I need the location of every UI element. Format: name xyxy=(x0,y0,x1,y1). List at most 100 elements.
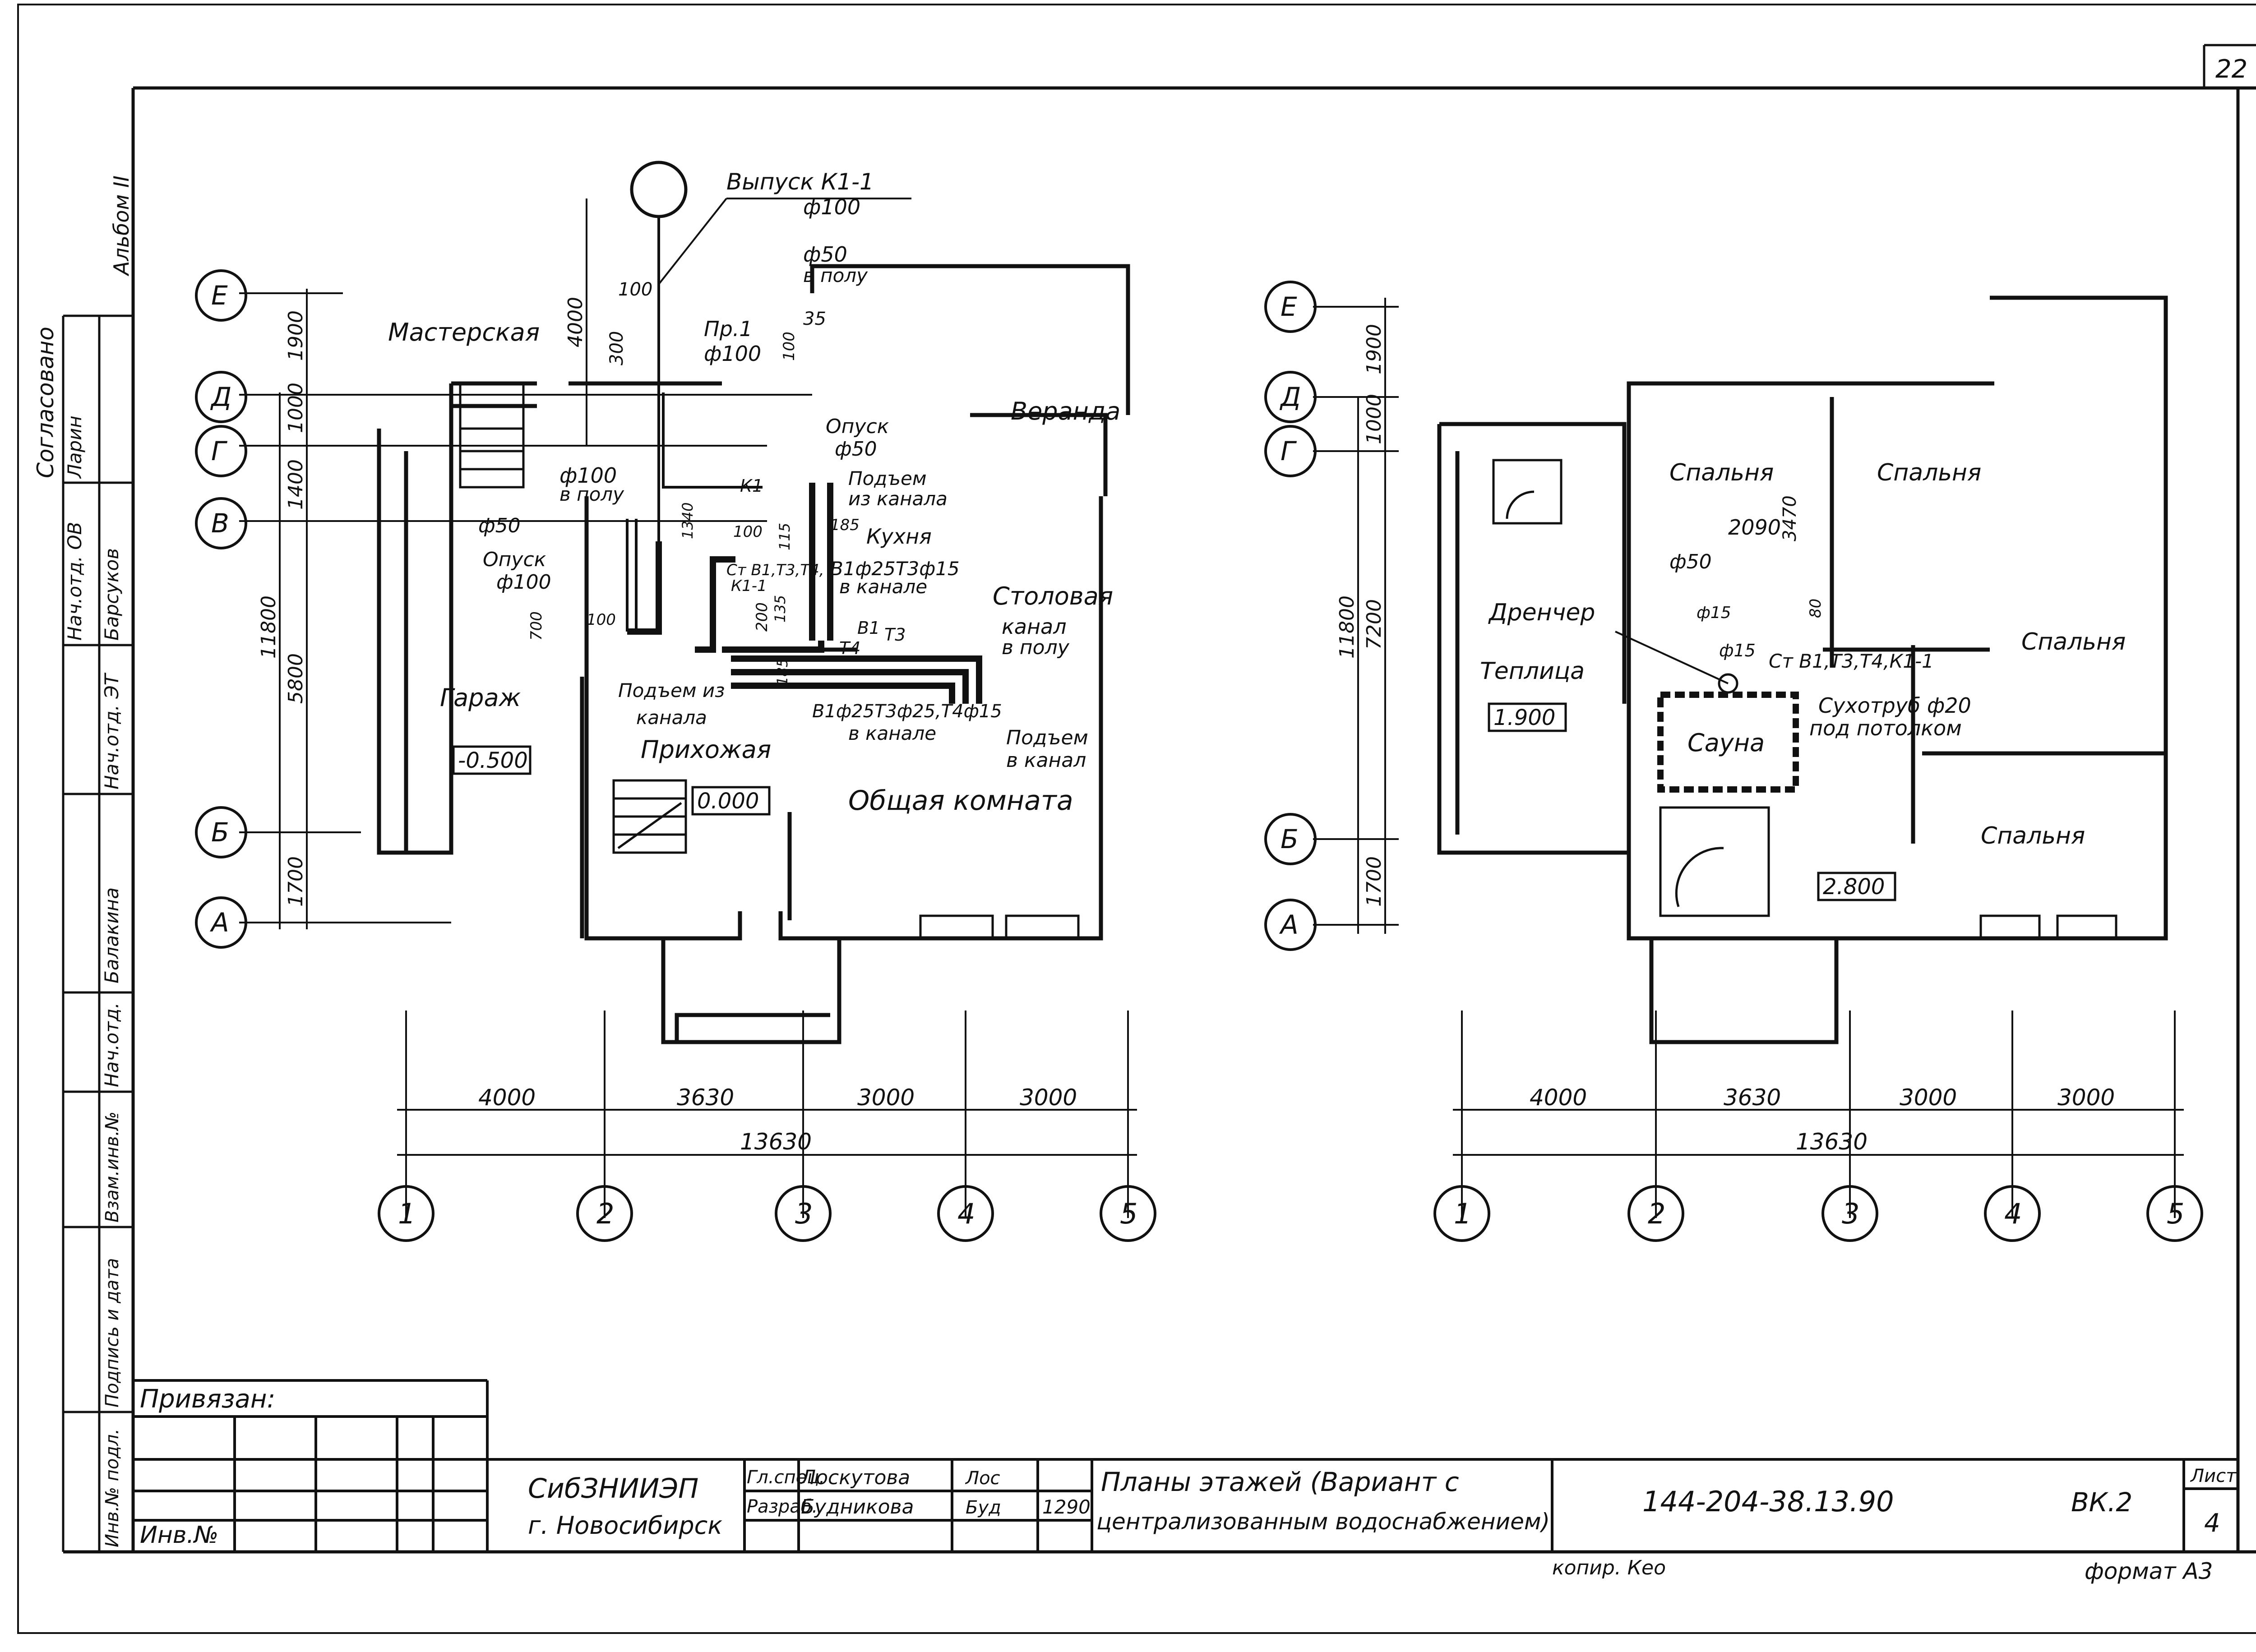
sheet-frame xyxy=(17,4,2256,1634)
axis-bubbles-upper xyxy=(1264,281,2203,1242)
room-greenhouse: Теплица xyxy=(1480,658,1585,685)
level-greenhouse: 1.900 xyxy=(1493,705,1555,730)
note-in-floor-2: в полу xyxy=(559,483,624,505)
axis-letter-ground-4: В xyxy=(211,508,229,539)
room-workshop: Мастерская xyxy=(388,318,540,346)
sdim-g-5: 115 xyxy=(776,523,793,550)
approval-name-1: Ларин xyxy=(64,415,86,479)
pipe-tag-t3: Т3 xyxy=(884,625,906,645)
axis-letter-upper-5: А xyxy=(1279,909,1299,940)
side-label-2: Подпись и дата xyxy=(102,1258,123,1407)
pipe-tag-t4: Т4 xyxy=(839,638,860,658)
room-veranda: Веранда xyxy=(1011,397,1120,425)
vdim-upper-3: 7200 xyxy=(1363,599,1386,650)
tb-org-2: г. Новосибирск xyxy=(528,1511,722,1540)
axis-number-ground-2: 2 xyxy=(596,1197,614,1230)
tb-sheet-no: 4 xyxy=(2204,1509,2220,1538)
dim-upper-1: 4000 xyxy=(1530,1084,1587,1111)
tb-title-2: централизованным водоснабжением) xyxy=(1096,1509,1550,1535)
room-kitchen: Кухня xyxy=(866,524,932,549)
level-entry: 0.000 xyxy=(697,789,759,814)
vdim-ground-2: 1900 xyxy=(284,310,307,361)
room-garage: Гараж xyxy=(440,683,521,712)
axis-letter-upper-4: Б xyxy=(1281,824,1299,854)
room-bedroom-4: Спальня xyxy=(1981,822,2085,849)
note-risers-k: К1-1 xyxy=(731,577,767,595)
axis-lines-upper xyxy=(1313,298,2184,1218)
sdim-g-10: 1340 xyxy=(679,503,696,539)
room-bedroom-1: Спальня xyxy=(1669,459,1774,486)
note-lift-1: Подъем xyxy=(848,467,927,489)
plan-ground-floor: Е Д Г В Б А 1 2 3 4 5 4000 3630 3000 300… xyxy=(195,161,1156,1242)
approval-role-2: Нач.отд. ЭТ xyxy=(101,672,123,789)
tb-sign-1: Лос xyxy=(965,1468,1000,1489)
side-label-3: Инв.№ подл. xyxy=(102,1429,123,1547)
vdim-ground-5: 5800 xyxy=(284,653,307,704)
axis-letter-ground-1: Е xyxy=(211,280,228,311)
vdim-ground-7: 11800 xyxy=(257,595,280,659)
dim-upper-3: 3000 xyxy=(1900,1084,1957,1111)
note-lift-2: Подъем из xyxy=(618,679,725,701)
vdim-upper-4: 1700 xyxy=(1363,856,1386,907)
note-dia100-floor: ф100 xyxy=(559,463,617,488)
approvals-strip xyxy=(62,314,133,1552)
sdim-g-3: 35 xyxy=(803,309,826,329)
level-box-greenhouse xyxy=(1488,702,1567,732)
tb-role-1: Гл.спец. xyxy=(747,1467,825,1488)
tb-name-2: Будникова xyxy=(801,1495,914,1518)
note-dia50-floor: ф50 xyxy=(803,242,847,267)
note-lift-2-src: канала xyxy=(636,706,707,729)
note-dia15-upper: ф15 xyxy=(1719,641,1756,660)
plan-upper-floor: Е Д Г Б А 1 2 3 4 5 4000 3630 3000 3000 … xyxy=(1264,281,2203,1242)
approval-role-3: Нач.отд. xyxy=(101,1002,123,1087)
approval-name-3: Балакина xyxy=(101,887,123,983)
sdim-g-12: 200 xyxy=(753,602,771,632)
sdim-g-4: 100 xyxy=(587,611,616,629)
level-box-garage xyxy=(452,745,532,775)
axis-letter-ground-2: Д xyxy=(210,382,231,412)
windows-upper xyxy=(1979,914,2117,940)
tb-role-2: Разраб. xyxy=(747,1496,818,1517)
stair-garage xyxy=(459,382,525,489)
note-dry-pipe: Сухотруб ф20 xyxy=(1818,693,1971,718)
note-risers-upper: Ст В1,Т3,Т4,К1-1 xyxy=(1769,650,1934,672)
note-in-floor-1: в полу xyxy=(803,264,868,286)
tb-title-1: Планы этажей (Вариант с xyxy=(1101,1467,1459,1497)
level-upper: 2.800 xyxy=(1823,874,1885,900)
axis-number-upper-5: 5 xyxy=(2167,1197,2184,1230)
sdim-g-1: 100 xyxy=(618,279,652,300)
note-drop-2-dia: ф100 xyxy=(496,571,551,594)
axis-letter-upper-2: Д xyxy=(1279,382,1301,412)
note-in-channel-1: в канале xyxy=(839,576,927,598)
sdim-g-13: 135 xyxy=(772,595,789,623)
dim-ground-1: 4000 xyxy=(478,1084,536,1111)
note-dia15-upper-2: ф15 xyxy=(1697,604,1731,622)
dim-upper-4: 3000 xyxy=(2057,1084,2115,1111)
sdim-g-9: 100 xyxy=(733,523,763,541)
agreed-label: Согласовано xyxy=(32,327,59,478)
axis-number-upper-4: 4 xyxy=(2004,1197,2022,1230)
page-number: 22 xyxy=(2215,55,2247,84)
axis-letter-upper-1: Е xyxy=(1281,291,1297,322)
axis-letter-upper-3: Г xyxy=(1281,436,1297,466)
axis-number-ground-1: 1 xyxy=(398,1197,416,1230)
note-pipes-channel-2: В1ф25Т3ф25,Т4ф15 xyxy=(812,701,1002,722)
copy-note: копир. Кео xyxy=(1552,1556,1666,1579)
vdim-ground-4: 1400 xyxy=(284,459,307,510)
sdim-g-7: 185 xyxy=(774,658,791,686)
sdim-g-11: 100 xyxy=(780,332,798,361)
pipe-tag-b1: В1 xyxy=(857,618,880,638)
tb-name-1: Лоскутова xyxy=(800,1466,910,1489)
tb-date: 1290 xyxy=(1042,1496,1091,1518)
level-box-upper xyxy=(1817,872,1896,901)
note-pipes-channel-1: В1ф25Т3ф15 xyxy=(830,558,960,580)
axis-number-upper-2: 2 xyxy=(1648,1197,1665,1230)
dim-ground-3: 3000 xyxy=(857,1084,915,1111)
note-dia50-upper: ф50 xyxy=(1669,550,1712,573)
room-sauna: Сауна xyxy=(1687,729,1765,757)
note-lift-3-dst: в канал xyxy=(1006,749,1086,772)
vdim-ground-1: 4000 xyxy=(564,297,587,347)
axis-number-upper-3: 3 xyxy=(1842,1197,1859,1230)
walls-upper xyxy=(1437,295,2168,1044)
walls-ground xyxy=(377,264,1130,1044)
